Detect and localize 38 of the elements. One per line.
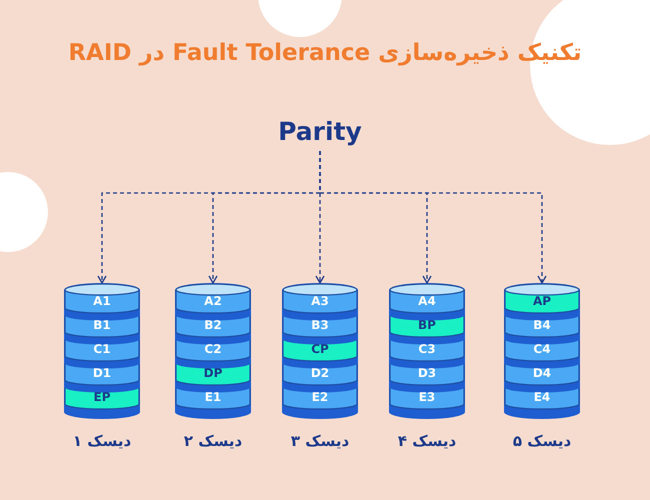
disk-stack (389, 283, 465, 419)
disk-label: دیسک ۳ (290, 432, 350, 450)
disk-segment: A1 (64, 290, 140, 315)
parity-segment: AP (504, 290, 580, 315)
disk-segment: E4 (504, 386, 580, 411)
parity-segment: BP (389, 314, 465, 339)
disk-label: دیسک ۲ (182, 432, 244, 450)
disk-label: دیسک ۴ (396, 432, 458, 450)
disk-stack (64, 283, 140, 419)
parity-label: Parity (260, 117, 380, 146)
disk-segment: B1 (64, 314, 140, 339)
disk-segment: E2 (282, 386, 358, 411)
disk-stack (504, 283, 580, 419)
parity-segment: EP (64, 386, 140, 411)
disk-segment: E3 (389, 386, 465, 411)
disk-segment: A3 (282, 290, 358, 315)
parity-segment: DP (175, 362, 251, 387)
parity-segment: CP (282, 338, 358, 363)
disk-stack (175, 283, 251, 419)
disk-segment: C4 (504, 338, 580, 363)
disk-segment: E1 (175, 386, 251, 411)
disk-stack (282, 283, 358, 419)
title: تکنیک ذخیره‌سازی Fault Tolerance در RAID (67, 40, 583, 66)
disk-label: دیسک ۱ (72, 432, 132, 450)
disk-segment: A2 (175, 290, 251, 315)
disk-segment: C1 (64, 338, 140, 363)
disk-segment: D4 (504, 362, 580, 387)
disk-segment: D2 (282, 362, 358, 387)
disk-segment: A4 (389, 290, 465, 315)
disk-segment: B4 (504, 314, 580, 339)
disk-segment: C2 (175, 338, 251, 363)
dashed-arrow (319, 151, 547, 284)
disk-segment: D1 (64, 362, 140, 387)
disk-segment: B2 (175, 314, 251, 339)
disk-label: دیسک ۵ (512, 432, 572, 450)
disk-segment: B3 (282, 314, 358, 339)
disk-segment: D3 (389, 362, 465, 387)
disk-segment: C3 (389, 338, 465, 363)
